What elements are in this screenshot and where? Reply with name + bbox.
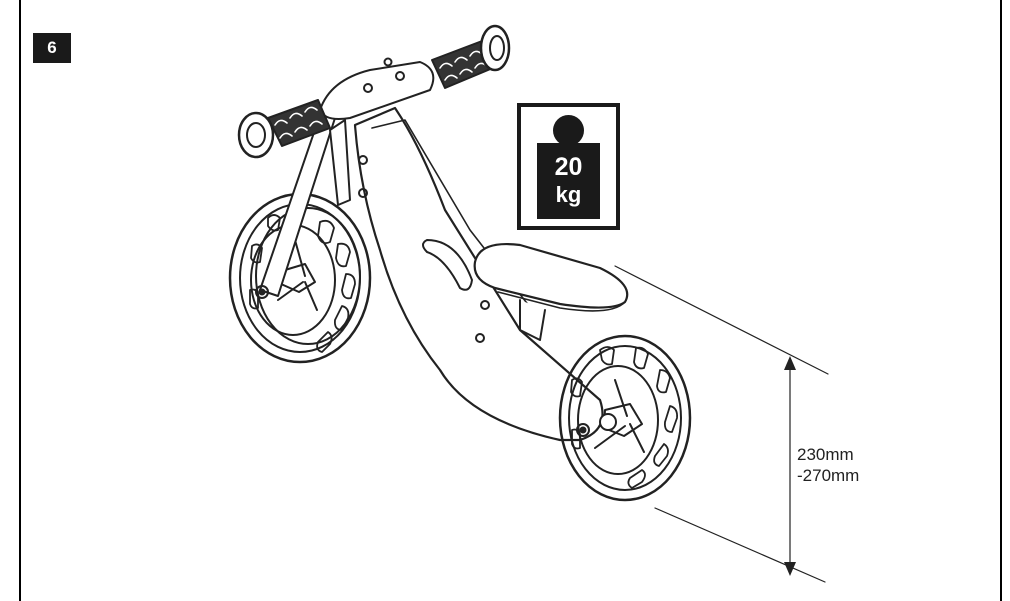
seat-height-dimension [614,265,829,583]
seat [473,243,629,341]
weight-unit: kg [555,182,582,207]
seat-height-label: 230mm -270mm [797,444,859,486]
weight-handle [553,115,584,146]
seat-height-max: -270mm [797,466,860,485]
seat-height-min: 230mm [797,445,854,464]
front-wheel [228,192,372,364]
right-grip [431,24,511,89]
left-grip [237,99,331,159]
diagram-frame [19,0,1002,601]
handlebar-plate [319,57,435,120]
weight-value: 20 [554,153,583,181]
weight-limit-icon: 20 kg [517,103,620,230]
rear-wheel [558,334,692,502]
weight-block: 20 kg [537,143,600,219]
step-number-badge: 6 [33,33,71,63]
